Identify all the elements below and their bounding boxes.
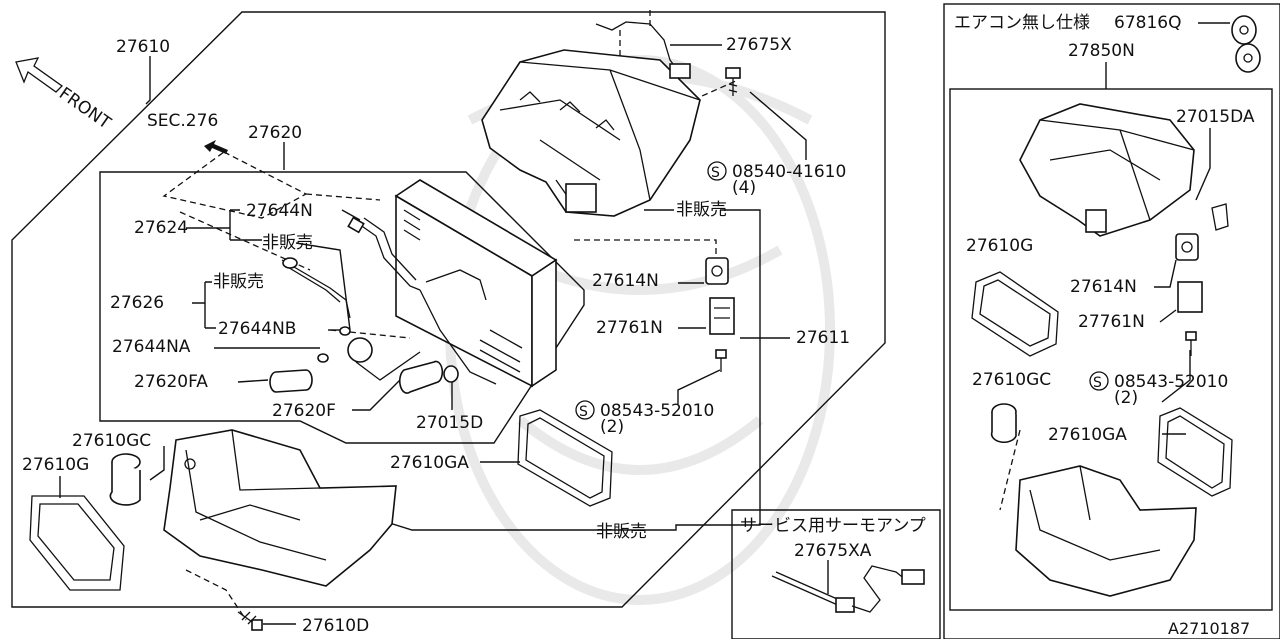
thermo-amp-sensor bbox=[595, 21, 691, 79]
label-27626: 27626 bbox=[110, 293, 164, 313]
label-27610GC-noac: 27610GC bbox=[972, 370, 1051, 390]
dashed-leader-noac bbox=[999, 429, 1021, 511]
label-08543: 08543-52010 bbox=[600, 401, 714, 421]
o-ring-27644NB bbox=[339, 326, 351, 336]
upper-case-housing-noac bbox=[1019, 103, 1195, 237]
screw-27610D bbox=[237, 611, 263, 631]
screw-symbol-icon: S bbox=[575, 400, 595, 420]
gasket-27614N bbox=[705, 257, 729, 285]
label-27610GA-noac: 27610GA bbox=[1048, 425, 1127, 445]
label-27675X: 27675X bbox=[726, 35, 792, 55]
evaporator-subframe bbox=[99, 171, 585, 444]
label-27644NB: 27644NB bbox=[218, 319, 296, 339]
service-title: サービス用サーモアンプ bbox=[740, 516, 926, 536]
no-ac-leader-lines bbox=[1105, 22, 1230, 435]
label-27614N: 27614N bbox=[592, 271, 659, 291]
clip-27015DA bbox=[1211, 203, 1229, 231]
label-08543-qty-noac: (2) bbox=[1114, 388, 1138, 408]
label-08540: 08540-41610 bbox=[732, 162, 846, 182]
label-27610G: 27610G bbox=[22, 455, 89, 475]
label-08543-qty: (2) bbox=[600, 417, 624, 437]
label-27761N: 27761N bbox=[596, 318, 663, 338]
svg-text:S: S bbox=[1093, 375, 1102, 391]
svg-text:S: S bbox=[711, 165, 720, 181]
label-27015DA: 27015DA bbox=[1176, 107, 1255, 127]
grommet-67816Q bbox=[1231, 15, 1261, 73]
sec-arrow-icon bbox=[204, 140, 228, 154]
insulator-27620FA bbox=[269, 369, 313, 393]
upper-case-housing bbox=[481, 49, 701, 217]
label-27644N: 27644N bbox=[246, 201, 313, 221]
no-ac-title: エアコン無し仕様 bbox=[954, 13, 1090, 33]
label-08543-noac: 08543-52010 bbox=[1114, 372, 1228, 392]
pad-27610GC bbox=[109, 453, 141, 506]
label-27644NA: 27644NA bbox=[112, 337, 191, 357]
gasket-27614N-noac bbox=[1175, 233, 1199, 261]
front-arrow-icon bbox=[15, 57, 64, 93]
seal-frame-27610G bbox=[29, 495, 125, 591]
label-not-for-sale-4: 非販売 bbox=[596, 522, 647, 542]
cap-27015D bbox=[443, 365, 459, 383]
label-27610G-noac: 27610G bbox=[966, 236, 1033, 256]
screw-symbol-icon: S bbox=[1089, 371, 1109, 391]
seal-frame-27610GA bbox=[517, 409, 613, 507]
diagram-id: A2710187 bbox=[1168, 619, 1250, 638]
seal-frame-27610G-noac bbox=[971, 271, 1059, 357]
resistor-27761N-noac bbox=[1177, 281, 1203, 313]
label-27620F: 27620F bbox=[272, 401, 336, 421]
label-67816Q: 67816Q bbox=[1114, 13, 1181, 33]
label-27614N-noac: 27614N bbox=[1070, 277, 1137, 297]
main-assembly-frame bbox=[11, 11, 886, 608]
thermo-amp-service-sensor bbox=[771, 565, 925, 613]
svg-text:S: S bbox=[579, 404, 588, 420]
label-08540-qty: (4) bbox=[732, 178, 756, 198]
screw-08543-noac bbox=[1185, 331, 1197, 356]
label-27624: 27624 bbox=[134, 218, 188, 238]
front-label: FRONT bbox=[55, 84, 115, 134]
label-27761N-noac: 27761N bbox=[1078, 312, 1145, 332]
insulator-27620F bbox=[398, 360, 444, 394]
label-27850N: 27850N bbox=[1068, 41, 1135, 61]
label-27610D: 27610D bbox=[302, 616, 369, 636]
label-not-for-sale-1: 非販売 bbox=[262, 233, 313, 253]
label-not-for-sale-2: 非販売 bbox=[213, 272, 264, 292]
screw-08543 bbox=[715, 349, 727, 372]
label-27610: 27610 bbox=[116, 37, 170, 57]
label-27620FA: 27620FA bbox=[134, 372, 208, 392]
no-ac-subframe bbox=[949, 88, 1273, 611]
lower-case-housing bbox=[163, 429, 397, 587]
label-not-for-sale-3: 非販売 bbox=[676, 200, 727, 220]
lower-case-housing-noac bbox=[1015, 465, 1197, 597]
label-27610GA: 27610GA bbox=[390, 453, 469, 473]
sec-reference[interactable]: SEC.276 bbox=[147, 111, 218, 131]
o-ring-27644NA bbox=[317, 353, 329, 363]
screw-symbol-icon: S bbox=[707, 161, 727, 181]
label-27015D: 27015D bbox=[416, 413, 483, 433]
bolt-08540 bbox=[725, 67, 741, 96]
label-27611: 27611 bbox=[796, 328, 850, 348]
evaporator-core bbox=[394, 179, 558, 388]
pad-27610GC-noac bbox=[990, 403, 1017, 444]
label-27675XA: 27675XA bbox=[794, 541, 872, 561]
label-27610GC: 27610GC bbox=[72, 431, 151, 451]
resistor-27761N bbox=[709, 297, 735, 335]
expansion-valve-and-pipes bbox=[281, 216, 497, 385]
seal-frame-27610GA-noac bbox=[1157, 407, 1233, 497]
label-27620: 27620 bbox=[248, 123, 302, 143]
